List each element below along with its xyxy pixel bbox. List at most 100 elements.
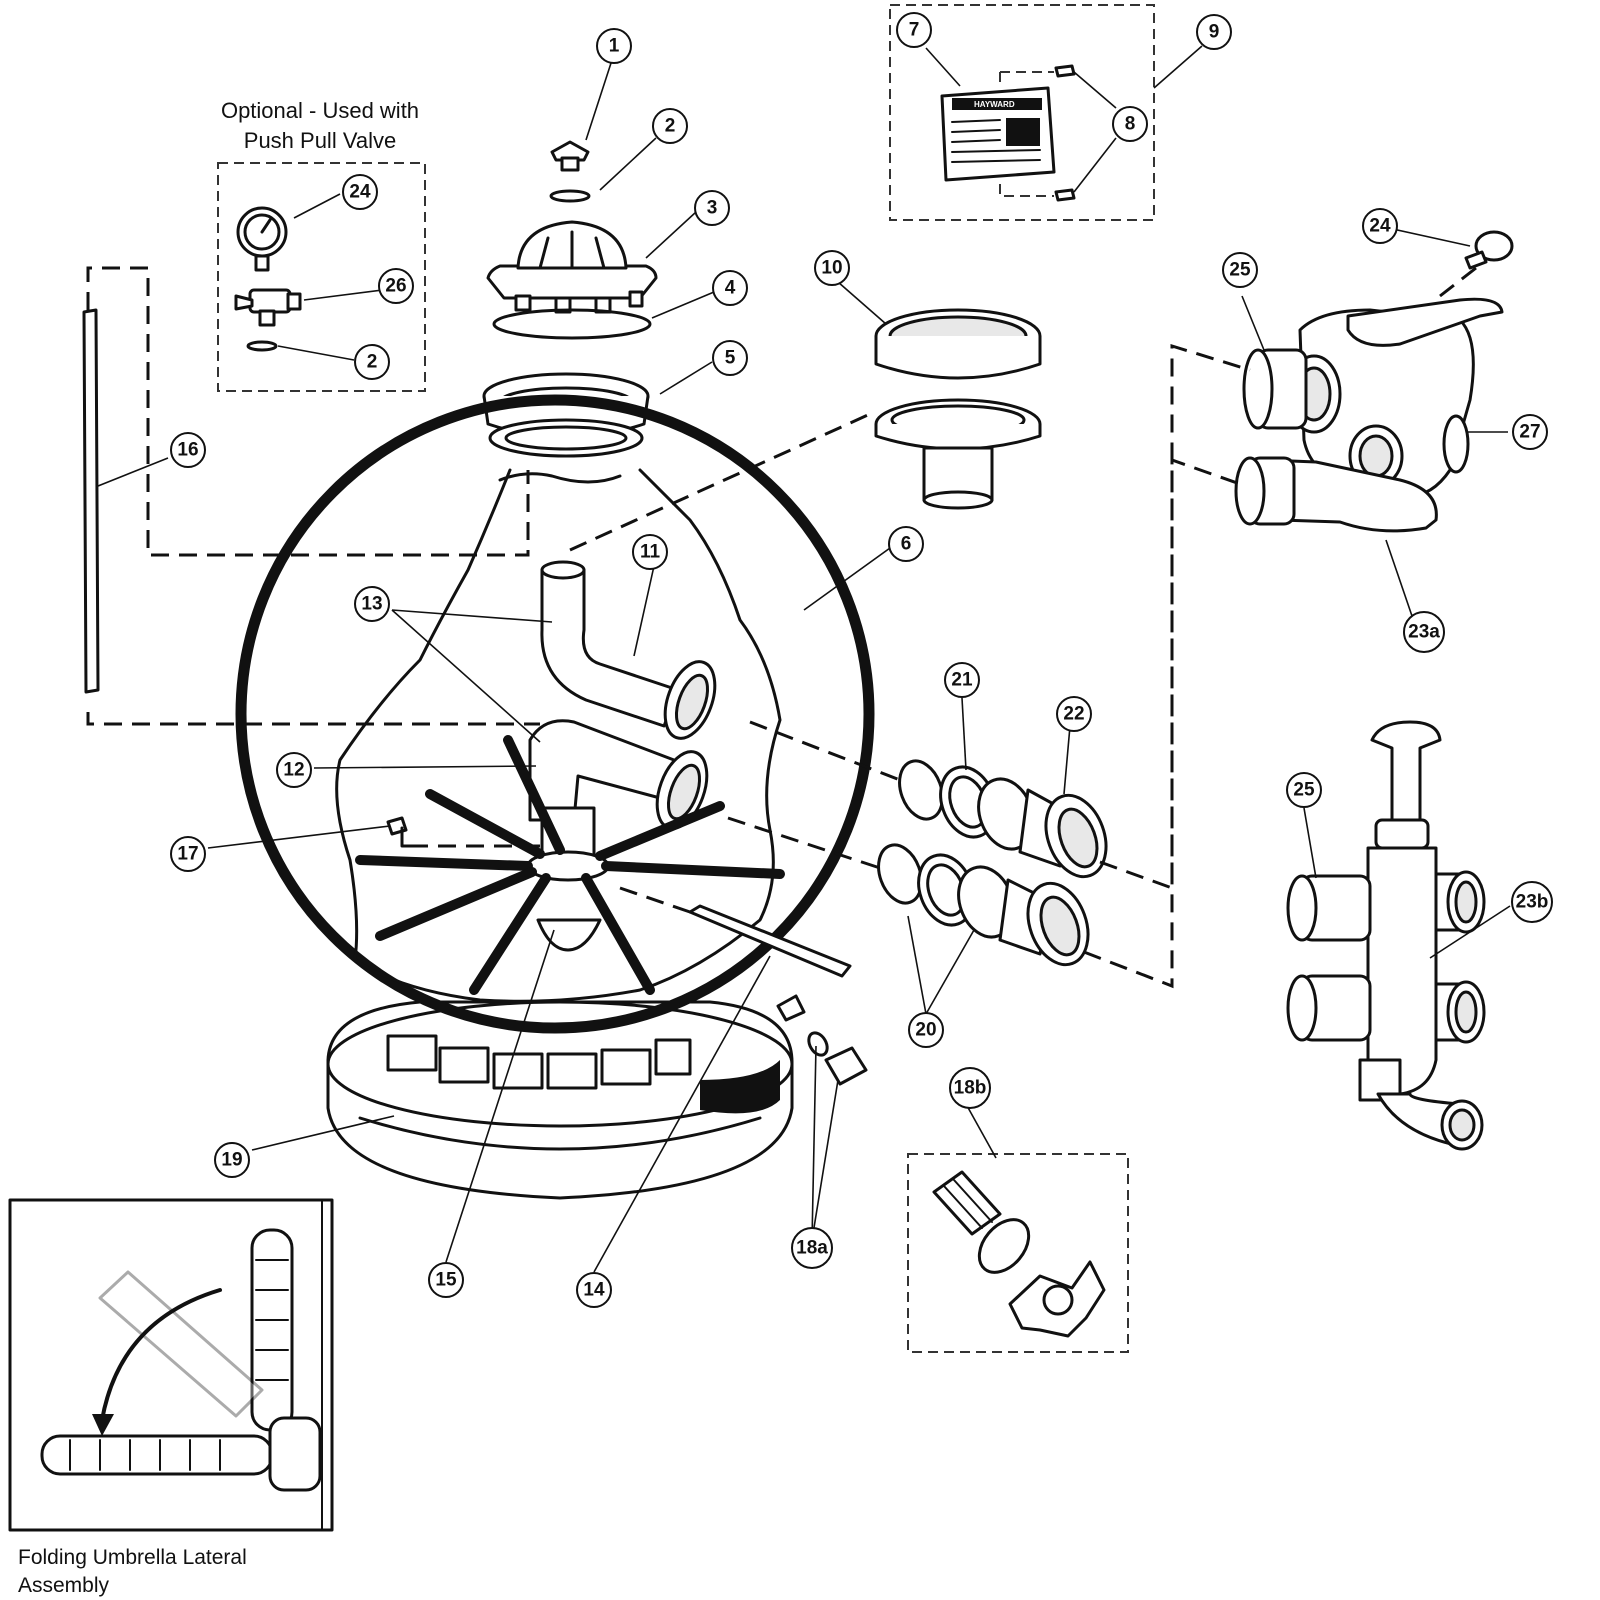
- lateral-arms-part: [355, 735, 785, 995]
- callout-1: 1: [596, 28, 632, 64]
- inset-caption-line2: Assembly: [18, 1574, 110, 1597]
- callout-24-gauge: 24: [342, 174, 378, 210]
- callout-14: 14: [576, 1272, 612, 1308]
- pipe-bottom-guide: [86, 712, 540, 726]
- callout-24-valve: 24: [1362, 208, 1398, 244]
- svg-text:6: 6: [901, 534, 912, 555]
- svg-text:5: 5: [725, 348, 736, 369]
- pressure-gauge-part: [236, 206, 288, 272]
- svg-text:18a: 18a: [796, 1238, 828, 1259]
- svg-text:23a: 23a: [1408, 622, 1440, 643]
- callout-11: 11: [632, 534, 668, 570]
- svg-text:17: 17: [177, 844, 198, 865]
- svg-text:4: 4: [725, 278, 736, 299]
- label-screw-guides: [999, 71, 1054, 197]
- valve-lower-guide: [1083, 457, 1241, 989]
- filter-dome-lid-part: [486, 220, 658, 314]
- inset-frame: [8, 1198, 334, 1532]
- callout-15: 15: [428, 1262, 464, 1298]
- callout-19: 19: [214, 1142, 250, 1178]
- drain-plug-part: [776, 994, 868, 1086]
- tank-cutaway-edge: [335, 468, 782, 1003]
- push-pull-valve-part: [1286, 720, 1486, 1151]
- label-plate-part: HAYWARD: [940, 86, 1056, 182]
- lower-union-guide: [727, 816, 881, 870]
- svg-text:1: 1: [609, 36, 620, 57]
- callout-21: 21: [944, 662, 980, 698]
- lower-union-set-part: [877, 843, 1090, 967]
- fold-direction-arrow: [100, 1288, 222, 1422]
- callout-26: 26: [378, 268, 414, 304]
- air-relief-valve-part: [234, 288, 302, 327]
- svg-text:13: 13: [361, 594, 382, 615]
- optional-note-line2: Push Pull Valve: [244, 128, 396, 153]
- svg-text:25: 25: [1229, 260, 1251, 281]
- lid-clamp-ring-part: [482, 372, 650, 458]
- svg-text:25: 25: [1293, 780, 1315, 801]
- callout-23b: 23b: [1511, 881, 1553, 923]
- callout-13: 13: [354, 586, 390, 622]
- optional-note-line1: Optional - Used with: [221, 98, 419, 123]
- callout-bubbles: 1 2 3 4 5 6 7 8 9 10 11 12 13 14 15 16 1…: [170, 12, 1553, 1308]
- callout-22: 22: [1056, 696, 1092, 732]
- callout-18b: 18b: [949, 1067, 991, 1109]
- callout-27: 27: [1512, 414, 1548, 450]
- svg-text:2: 2: [367, 352, 378, 373]
- drain-kit-o-ring-part: [977, 1218, 1031, 1274]
- tank-body-part: [235, 394, 875, 1034]
- gauge-dashed-guide: [1439, 266, 1477, 298]
- multiport-valve-part: [1234, 230, 1514, 533]
- callout-18a: 18a: [791, 1227, 833, 1269]
- svg-text:20: 20: [915, 1020, 936, 1041]
- air-relief-knob-part: [550, 140, 590, 172]
- callout-25-push-pull: 25: [1286, 772, 1322, 808]
- callout-20: 20: [908, 1012, 944, 1048]
- callout-5: 5: [712, 340, 748, 376]
- lower-elbow-pipe-part: [528, 719, 709, 830]
- svg-text:7: 7: [909, 20, 920, 41]
- filter-tank-group: [235, 394, 875, 1200]
- upper-union-set-part: [898, 759, 1108, 879]
- label-kit-group: HAYWARD: [889, 4, 1155, 221]
- callout-8: 8: [1112, 106, 1148, 142]
- label-plate-brand: HAYWARD: [974, 100, 1015, 109]
- svg-text:16: 16: [177, 440, 198, 461]
- pipe-guide-dashed-line: [86, 266, 530, 557]
- dashed-assembly-guides: [86, 266, 1251, 989]
- callout-2-optional: 2: [354, 344, 390, 380]
- drain-kit-dashed-box: [907, 1153, 1129, 1353]
- callout-16: 16: [170, 432, 206, 468]
- callout-2: 2: [652, 108, 688, 144]
- svg-text:23b: 23b: [1516, 892, 1549, 913]
- knob-o-ring-part: [549, 189, 591, 203]
- label-kit-dashed-box: [889, 4, 1155, 221]
- tube-guide: [619, 886, 691, 914]
- svg-text:12: 12: [283, 760, 304, 781]
- callout-9: 9: [1196, 14, 1232, 50]
- svg-text:27: 27: [1519, 422, 1540, 443]
- drain-kit-group: [907, 1153, 1129, 1353]
- standpipe-rod-part: [82, 308, 100, 694]
- svg-text:14: 14: [583, 1280, 605, 1301]
- umbrella-lateral-inset: [8, 1198, 334, 1532]
- svg-text:9: 9: [1209, 22, 1220, 43]
- valve-collar-part: [874, 308, 1042, 510]
- callout-7: 7: [896, 12, 932, 48]
- tank-base-part: [326, 1000, 794, 1200]
- svg-text:15: 15: [435, 1270, 457, 1291]
- svg-text:21: 21: [951, 670, 973, 691]
- tank-neck-cut: [498, 472, 622, 484]
- drain-kit-cap-part: [1008, 1260, 1106, 1338]
- svg-text:2: 2: [665, 116, 676, 137]
- label-screw-top-part: [1054, 64, 1076, 78]
- callout-23a: 23a: [1403, 611, 1445, 653]
- callout-4: 4: [712, 270, 748, 306]
- callout-12: 12: [276, 752, 312, 788]
- label-screw-bottom-part: [1054, 188, 1076, 202]
- svg-text:18b: 18b: [954, 1078, 987, 1099]
- lower-push-pull-union-part: [1286, 974, 1372, 1042]
- inset-upright-lateral: [250, 1228, 294, 1432]
- drain-tube-part: [688, 904, 852, 978]
- inset-caption-line1: Folding Umbrella Lateral: [18, 1546, 247, 1569]
- svg-text:19: 19: [221, 1150, 242, 1171]
